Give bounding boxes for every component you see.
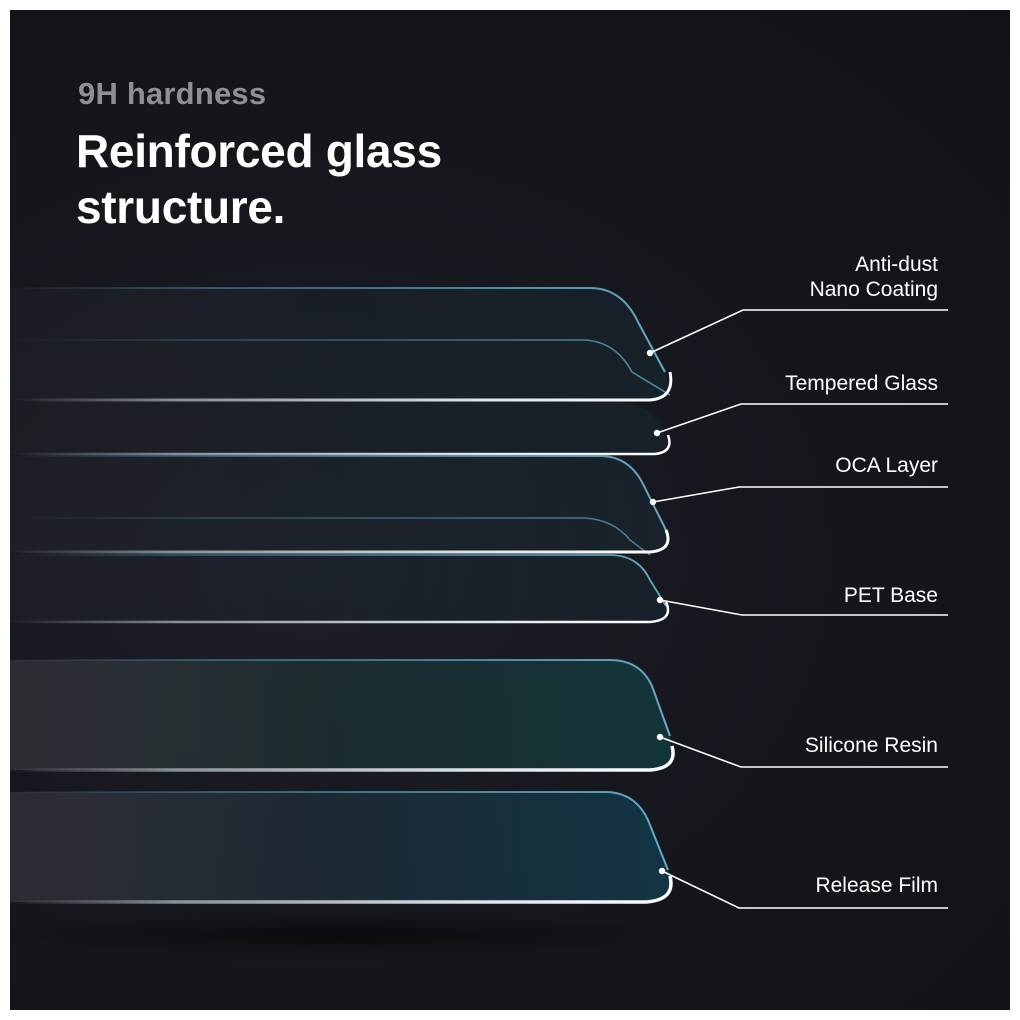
callout-dot-silicone-resin (656, 733, 664, 741)
layer-release-film (10, 791, 700, 957)
label-anti-dust-line-1: Anti-dust (855, 253, 938, 276)
callout-dot-tempered-glass (653, 429, 661, 437)
layer-silicone-resin (10, 659, 675, 772)
label-tempered-glass-text: Tempered Glass (785, 372, 938, 395)
label-anti-dust: Anti-dust Nano Coating (810, 252, 938, 302)
callout-line-tempered-glass (656, 403, 948, 434)
subtitle: 9H hardness (78, 76, 267, 111)
callout-dot-oca-layer (649, 498, 657, 506)
label-oca-layer-text: OCA Layer (835, 454, 938, 477)
layer-tempered-glass (10, 402, 671, 456)
title-line-2: structure. (76, 181, 286, 233)
callout-dot-pet-base (656, 596, 664, 604)
label-release-film-text: Release Film (815, 874, 938, 897)
label-silicone-resin: Silicone Resin (805, 733, 938, 758)
label-anti-dust-line-2: Nano Coating (809, 278, 938, 301)
title-line-1: Reinforced glass (76, 125, 442, 177)
callout-dot-anti-dust (646, 349, 654, 357)
layer-pet-base (10, 554, 670, 624)
callout-dot-release-film (658, 867, 666, 875)
callout-line-pet-base (659, 599, 948, 616)
label-pet-base-text: PET Base (843, 584, 938, 607)
callouts (649, 309, 948, 909)
callout-line-silicone-resin (659, 736, 948, 768)
callout-line-release-film (661, 870, 948, 909)
label-pet-base: PET Base (844, 583, 938, 608)
label-silicone-resin-text: Silicone Resin (804, 734, 938, 757)
callout-dots (646, 349, 666, 875)
layer-anti-dust (10, 287, 673, 402)
label-oca-layer: OCA Layer (835, 453, 938, 478)
label-tempered-glass: Tempered Glass (785, 371, 938, 396)
callout-line-anti-dust (649, 309, 948, 354)
diagram-panel: 9H hardness Reinforced glass structure. … (10, 10, 1010, 1010)
layer-stack-illustration (10, 287, 948, 957)
label-release-film: Release Film (815, 873, 938, 898)
page-title: Reinforced glass structure. (76, 123, 442, 235)
layer-oca (10, 455, 670, 556)
callout-line-oca-layer (652, 486, 948, 503)
